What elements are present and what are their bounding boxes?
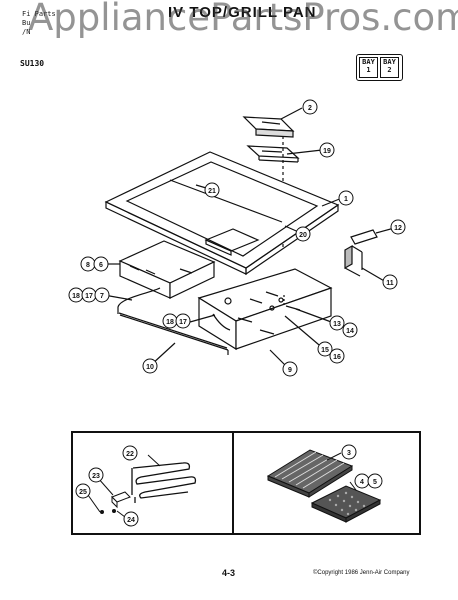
page-title: IV TOP/GRILL PAN bbox=[168, 4, 317, 21]
bay-2-box: BAY 2 bbox=[380, 57, 399, 78]
part-22-element bbox=[131, 462, 197, 503]
part-9-right-pan bbox=[197, 268, 333, 351]
callout-15-label: 15 bbox=[321, 347, 329, 354]
callout-11 bbox=[382, 274, 398, 290]
callout-6-label: 6 bbox=[99, 262, 103, 269]
bay-1-label: BAY bbox=[362, 58, 375, 66]
callout-13-label: 13 bbox=[333, 321, 341, 328]
callout-18b-label: 18 bbox=[166, 319, 174, 326]
callout-2 bbox=[302, 99, 318, 115]
part-12-receptacle bbox=[344, 229, 378, 277]
callout-9 bbox=[282, 361, 298, 377]
part-4-rock-grate bbox=[310, 485, 382, 523]
callout-10 bbox=[142, 358, 158, 374]
bay-2-number: 2 bbox=[387, 66, 392, 74]
part-8-left-pan bbox=[118, 240, 216, 299]
callout-17b-label: 17 bbox=[179, 319, 187, 326]
callout-25-label: 25 bbox=[79, 489, 87, 496]
callout-20-label: 20 bbox=[299, 232, 307, 239]
callout-25 bbox=[75, 483, 91, 499]
callout-24-label: 24 bbox=[127, 517, 135, 524]
callout-17a-label: 17 bbox=[85, 293, 93, 300]
callout-21 bbox=[204, 182, 220, 198]
callout-11-label: 11 bbox=[386, 280, 394, 287]
callout-1-label: 1 bbox=[344, 196, 348, 203]
watermark: AppliancePartsPros.com bbox=[28, 0, 458, 39]
callout-12 bbox=[390, 219, 406, 235]
bay-2-label: BAY bbox=[383, 58, 396, 66]
callout-16-label: 16 bbox=[333, 354, 341, 361]
model-number: SU130 bbox=[20, 59, 45, 68]
inset-box bbox=[71, 431, 421, 535]
callout-4-label: 4 bbox=[360, 479, 364, 486]
bay-1-number: 1 bbox=[366, 66, 371, 74]
callout-19 bbox=[319, 142, 335, 158]
callout-5-label: 5 bbox=[373, 479, 377, 486]
callout-17b bbox=[175, 313, 191, 329]
callout-1 bbox=[338, 190, 354, 206]
part-2-handle bbox=[242, 116, 295, 138]
header-line-3: /N bbox=[22, 28, 31, 36]
callout-18a-label: 18 bbox=[72, 293, 80, 300]
part-19-plate bbox=[246, 145, 300, 163]
callout-22 bbox=[122, 445, 138, 461]
callout-22-label: 22 bbox=[126, 451, 134, 458]
callout-7 bbox=[94, 287, 110, 303]
part-10-rod bbox=[119, 314, 229, 351]
callout-19-label: 19 bbox=[323, 148, 331, 155]
callout-9-label: 9 bbox=[288, 367, 292, 374]
callout-14-label: 14 bbox=[346, 328, 354, 335]
bay-1-box: BAY 1 bbox=[359, 57, 378, 78]
part-1-top-frame bbox=[104, 151, 340, 276]
callout-21-label: 21 bbox=[208, 188, 216, 195]
header-line-2: Bu bbox=[22, 19, 31, 27]
bay-indicator bbox=[356, 54, 403, 81]
callout-13 bbox=[329, 315, 345, 331]
header-line-1: Fi Parts bbox=[22, 10, 56, 18]
callout-14 bbox=[342, 322, 358, 338]
part-7-wire bbox=[117, 287, 161, 308]
callout-3-label: 3 bbox=[347, 450, 351, 457]
callout-16 bbox=[329, 348, 345, 364]
callout-12-label: 12 bbox=[394, 225, 402, 232]
callout-3 bbox=[341, 444, 357, 460]
callout-5 bbox=[367, 473, 383, 489]
callout-23-label: 23 bbox=[92, 473, 100, 480]
callout-24 bbox=[123, 511, 139, 527]
callout-6 bbox=[93, 256, 109, 272]
copyright: ©Copyright 1986 Jenn-Air Company bbox=[313, 570, 410, 576]
callout-7-label: 7 bbox=[100, 293, 104, 300]
callout-10-label: 10 bbox=[146, 364, 154, 371]
callout-2-label: 2 bbox=[308, 105, 312, 112]
part-3-grill-grate bbox=[266, 449, 354, 498]
part-23-terminal bbox=[111, 491, 131, 509]
callout-8-label: 8 bbox=[86, 262, 90, 269]
callout-23 bbox=[88, 467, 104, 483]
callout-15 bbox=[317, 341, 333, 357]
callout-20 bbox=[295, 226, 311, 242]
page-number: 4-3 bbox=[222, 568, 236, 578]
